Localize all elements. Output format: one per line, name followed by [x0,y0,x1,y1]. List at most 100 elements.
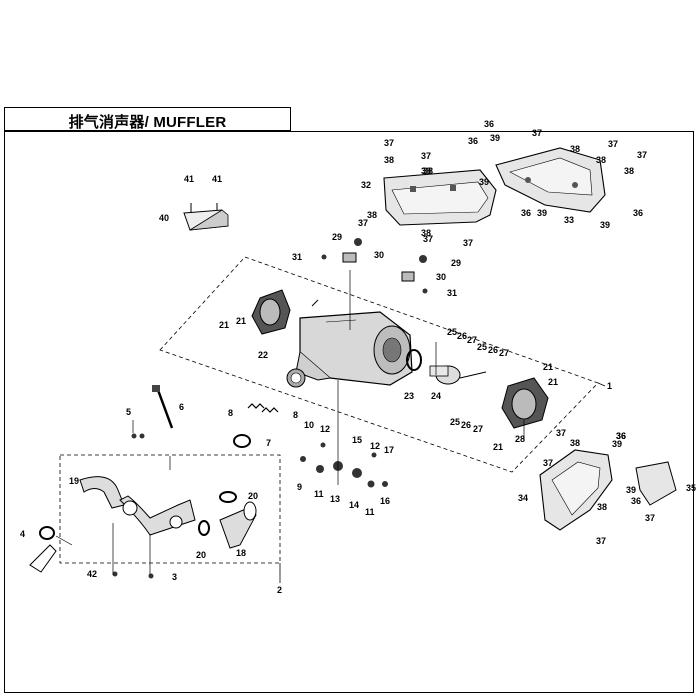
page-frame [4,131,694,693]
title-box: 排气消声器/ MUFFLER [4,107,291,131]
callout-37f: 37 [608,139,618,149]
callout-12a: 12 [320,424,330,434]
callout-21b: 21 [236,316,246,326]
callout-39f: 39 [626,485,636,495]
callout-38f: 38 [596,155,606,165]
callout-38g: 38 [624,166,634,176]
callout-38i: 38 [597,502,607,512]
callout-21e: 21 [493,442,503,452]
callout-labels: 1 2 3 4 5 6 7 8 8 9 10 11 11 12 12 13 14… [20,119,696,595]
callout-40: 40 [159,213,169,223]
callout-36f: 36 [631,496,641,506]
callout-25b: 25 [477,342,487,352]
callout-30a: 30 [374,250,384,260]
callout-36b: 36 [468,136,478,146]
callout-38e: 38 [570,144,580,154]
tail-guard-part-35 [635,461,677,506]
callout-18: 18 [236,548,246,558]
callout-39a: 39 [490,133,500,143]
callout-39c: 39 [537,208,547,218]
callout-27a: 27 [467,335,477,345]
callout-26c: 26 [461,420,471,430]
callout-37e: 37 [532,128,542,138]
callout-8a: 8 [228,408,233,418]
callout-10: 10 [304,420,314,430]
callout-37d: 37 [463,238,473,248]
callout-14: 14 [349,500,359,510]
callout-38j: 38 [423,166,433,176]
front-direction-icon [29,544,57,573]
callout-39b: 39 [479,177,489,187]
tail-pipe-part-24 [429,365,487,385]
callout-37a: 37 [384,138,394,148]
callout-29a: 29 [332,232,342,242]
callout-37h: 37 [556,428,566,438]
mount-rubber-part-22 [251,289,291,335]
callout-33: 33 [564,215,574,225]
callout-20a: 20 [248,491,258,501]
callout-26a: 26 [457,331,467,341]
callout-38b: 38 [421,166,431,176]
link-pipe-part-18 [219,501,257,549]
heat-shield-part-33 [495,147,606,213]
callout-30b: 30 [436,272,446,282]
callout-7: 7 [266,438,271,448]
callout-23: 23 [404,391,414,401]
callout-29b: 29 [451,258,461,268]
callout-1: 1 [607,381,612,391]
gasket-part-20a [219,491,237,503]
callout-39e: 39 [612,439,622,449]
callout-34: 34 [518,493,528,503]
callout-36e: 36 [616,431,626,441]
callout-2: 2 [277,585,282,595]
callout-39d: 39 [600,220,610,230]
callout-25c: 25 [450,417,460,427]
callout-26b: 26 [488,345,498,355]
bracket-part-40 [183,203,229,231]
callout-15: 15 [352,435,362,445]
header-pipe-assembly [119,495,196,536]
callout-13: 13 [330,494,340,504]
callout-38d: 38 [421,228,431,238]
callout-35: 35 [686,483,696,493]
gasket-part-4 [39,526,55,540]
callout-21a: 21 [219,320,229,330]
callout-36c: 36 [521,208,531,218]
callout-6: 6 [179,402,184,412]
fasteners [112,238,428,579]
callout-11b: 11 [365,507,375,517]
callout-5: 5 [126,407,131,417]
exhaust-pipe-assembly-outline [59,454,281,564]
callout-36g: 36 [616,431,626,441]
callout-36a: 36 [484,119,494,129]
callout-31a: 31 [292,252,302,262]
callout-31b: 31 [447,288,457,298]
callout-3: 3 [172,572,177,582]
callout-9: 9 [297,482,302,492]
callout-21d: 21 [548,377,558,387]
gasket-part-23 [406,349,422,371]
callout-42: 42 [87,569,97,579]
end-cap-part-28 [501,377,549,429]
gasket-part-7 [233,434,251,448]
front-pipe-part-19 [79,476,125,509]
callout-38h: 38 [570,438,580,448]
callout-16: 16 [380,496,390,506]
callout-4: 4 [20,529,25,539]
page-title: 排气消声器/ MUFFLER [68,114,227,131]
callout-22: 22 [258,350,268,360]
callout-24: 24 [431,391,441,401]
callout-37b: 37 [421,151,431,161]
callout-41b: 41 [212,174,222,184]
callout-38a: 38 [384,155,394,165]
heat-shield-part-32 [383,169,497,226]
callout-25a: 25 [447,327,457,337]
callout-36d: 36 [633,208,643,218]
heat-shield-part-34 [539,449,613,531]
callout-11a: 11 [314,489,324,499]
callout-27b: 27 [499,348,509,358]
callout-37k: 37 [596,536,606,546]
muffler-body [286,299,413,388]
